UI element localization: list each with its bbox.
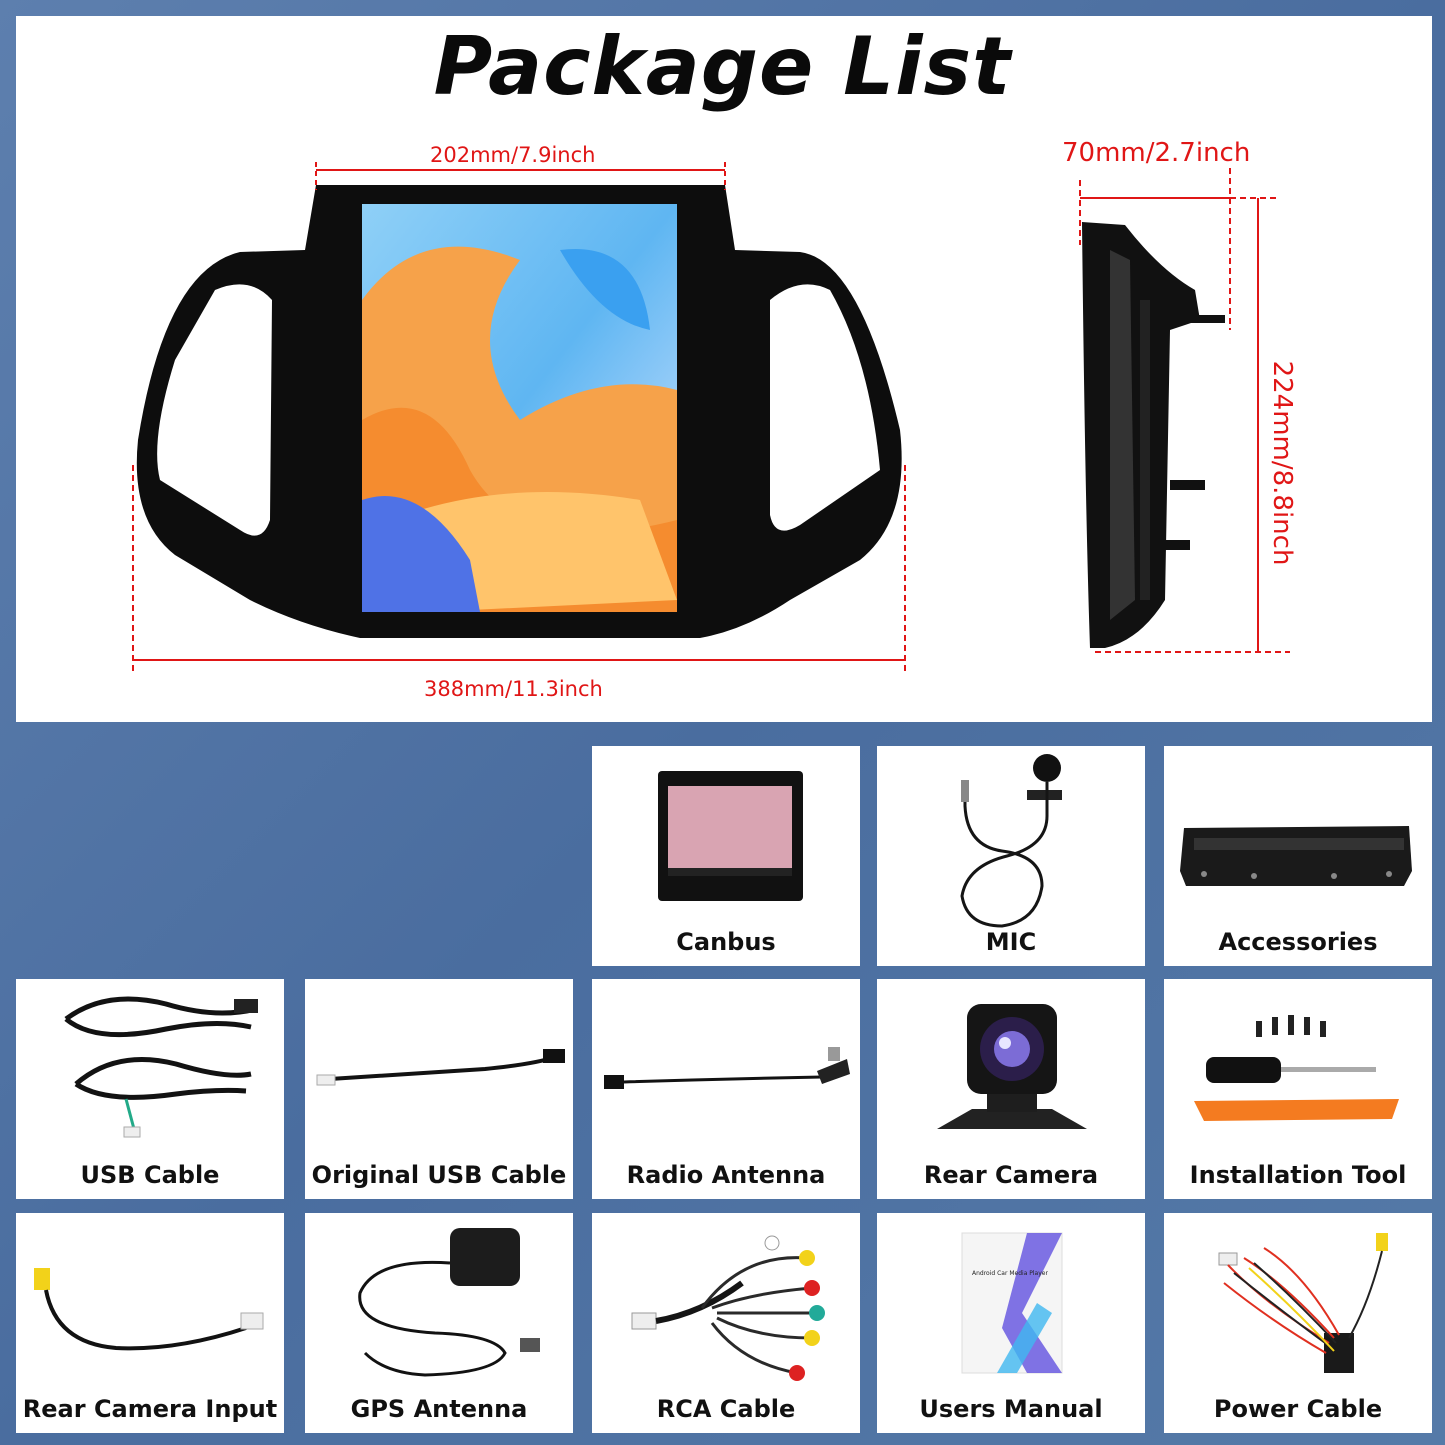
item-label: Power Cable [1213, 1395, 1383, 1423]
power-cable-image [1218, 1233, 1388, 1373]
item-card-mic: MIC [877, 746, 1145, 966]
item-label: Original USB Cable [311, 1161, 567, 1189]
item-label: Rear Camera Input [22, 1395, 278, 1423]
item-label: Rear Camera [923, 1161, 1099, 1189]
gps-antenna-image [358, 1228, 540, 1377]
height-label: 224mm/8.8inch [1267, 360, 1297, 566]
item-label: Canbus [676, 928, 776, 956]
item-card-users-manual: Android Car Media Player Users Manual [877, 1213, 1145, 1433]
dimension-diagram [132, 162, 1290, 675]
head-unit-front-image [136, 185, 902, 638]
item-card-power-cable: Power Cable [1164, 1213, 1432, 1433]
rca-cable-image [631, 1235, 825, 1381]
canbus-image [658, 771, 803, 901]
screen-width-label: 202mm/7.9inch [430, 143, 596, 167]
item-label: MIC [985, 928, 1037, 956]
mic-image [960, 754, 1062, 928]
item-card-usb-cable: USB Cable [16, 979, 284, 1199]
item-label: Users Manual [919, 1395, 1103, 1423]
usb-cable-image [64, 996, 258, 1138]
item-label: Radio Antenna [626, 1161, 826, 1189]
head-unit-side-image [1082, 222, 1225, 648]
accessories-bracket-image [1180, 826, 1412, 886]
item-label: RCA Cable [656, 1395, 796, 1423]
radio-antenna-image [604, 1047, 850, 1089]
depth-label: 70mm/2.7inch [1062, 138, 1251, 168]
item-card-rca-cable: RCA Cable [592, 1213, 860, 1433]
rear-camera-input-image [34, 1268, 264, 1351]
item-label: Accessories [1218, 928, 1378, 956]
original-usb-cable-image [316, 1049, 565, 1086]
dimension-lines [132, 162, 1290, 675]
manual-cover-text: Android Car Media Player [972, 1270, 1048, 1277]
item-label: Installation Tool [1189, 1161, 1407, 1189]
item-label: GPS Antenna [350, 1395, 528, 1423]
item-card-canbus: Canbus [592, 746, 860, 966]
item-card-gps-antenna: GPS Antenna [305, 1213, 573, 1433]
item-label: USB Cable [80, 1161, 220, 1189]
rear-camera-image [937, 1004, 1087, 1129]
total-width-label: 388mm/11.3inch [424, 677, 603, 701]
installation-tool-image [1194, 1015, 1399, 1121]
item-card-radio-antenna: Radio Antenna [592, 979, 860, 1199]
item-card-rear-camera-input: Rear Camera Input [16, 1213, 284, 1433]
item-card-accessories: Accessories [1164, 746, 1432, 966]
item-card-installation-tool: Installation Tool [1164, 979, 1432, 1199]
item-card-rear-camera: Rear Camera [877, 979, 1145, 1199]
item-card-original-usb-cable: Original USB Cable [305, 979, 573, 1199]
users-manual-image: Android Car Media Player [961, 1232, 1063, 1374]
page-title: Package List [433, 20, 1012, 113]
